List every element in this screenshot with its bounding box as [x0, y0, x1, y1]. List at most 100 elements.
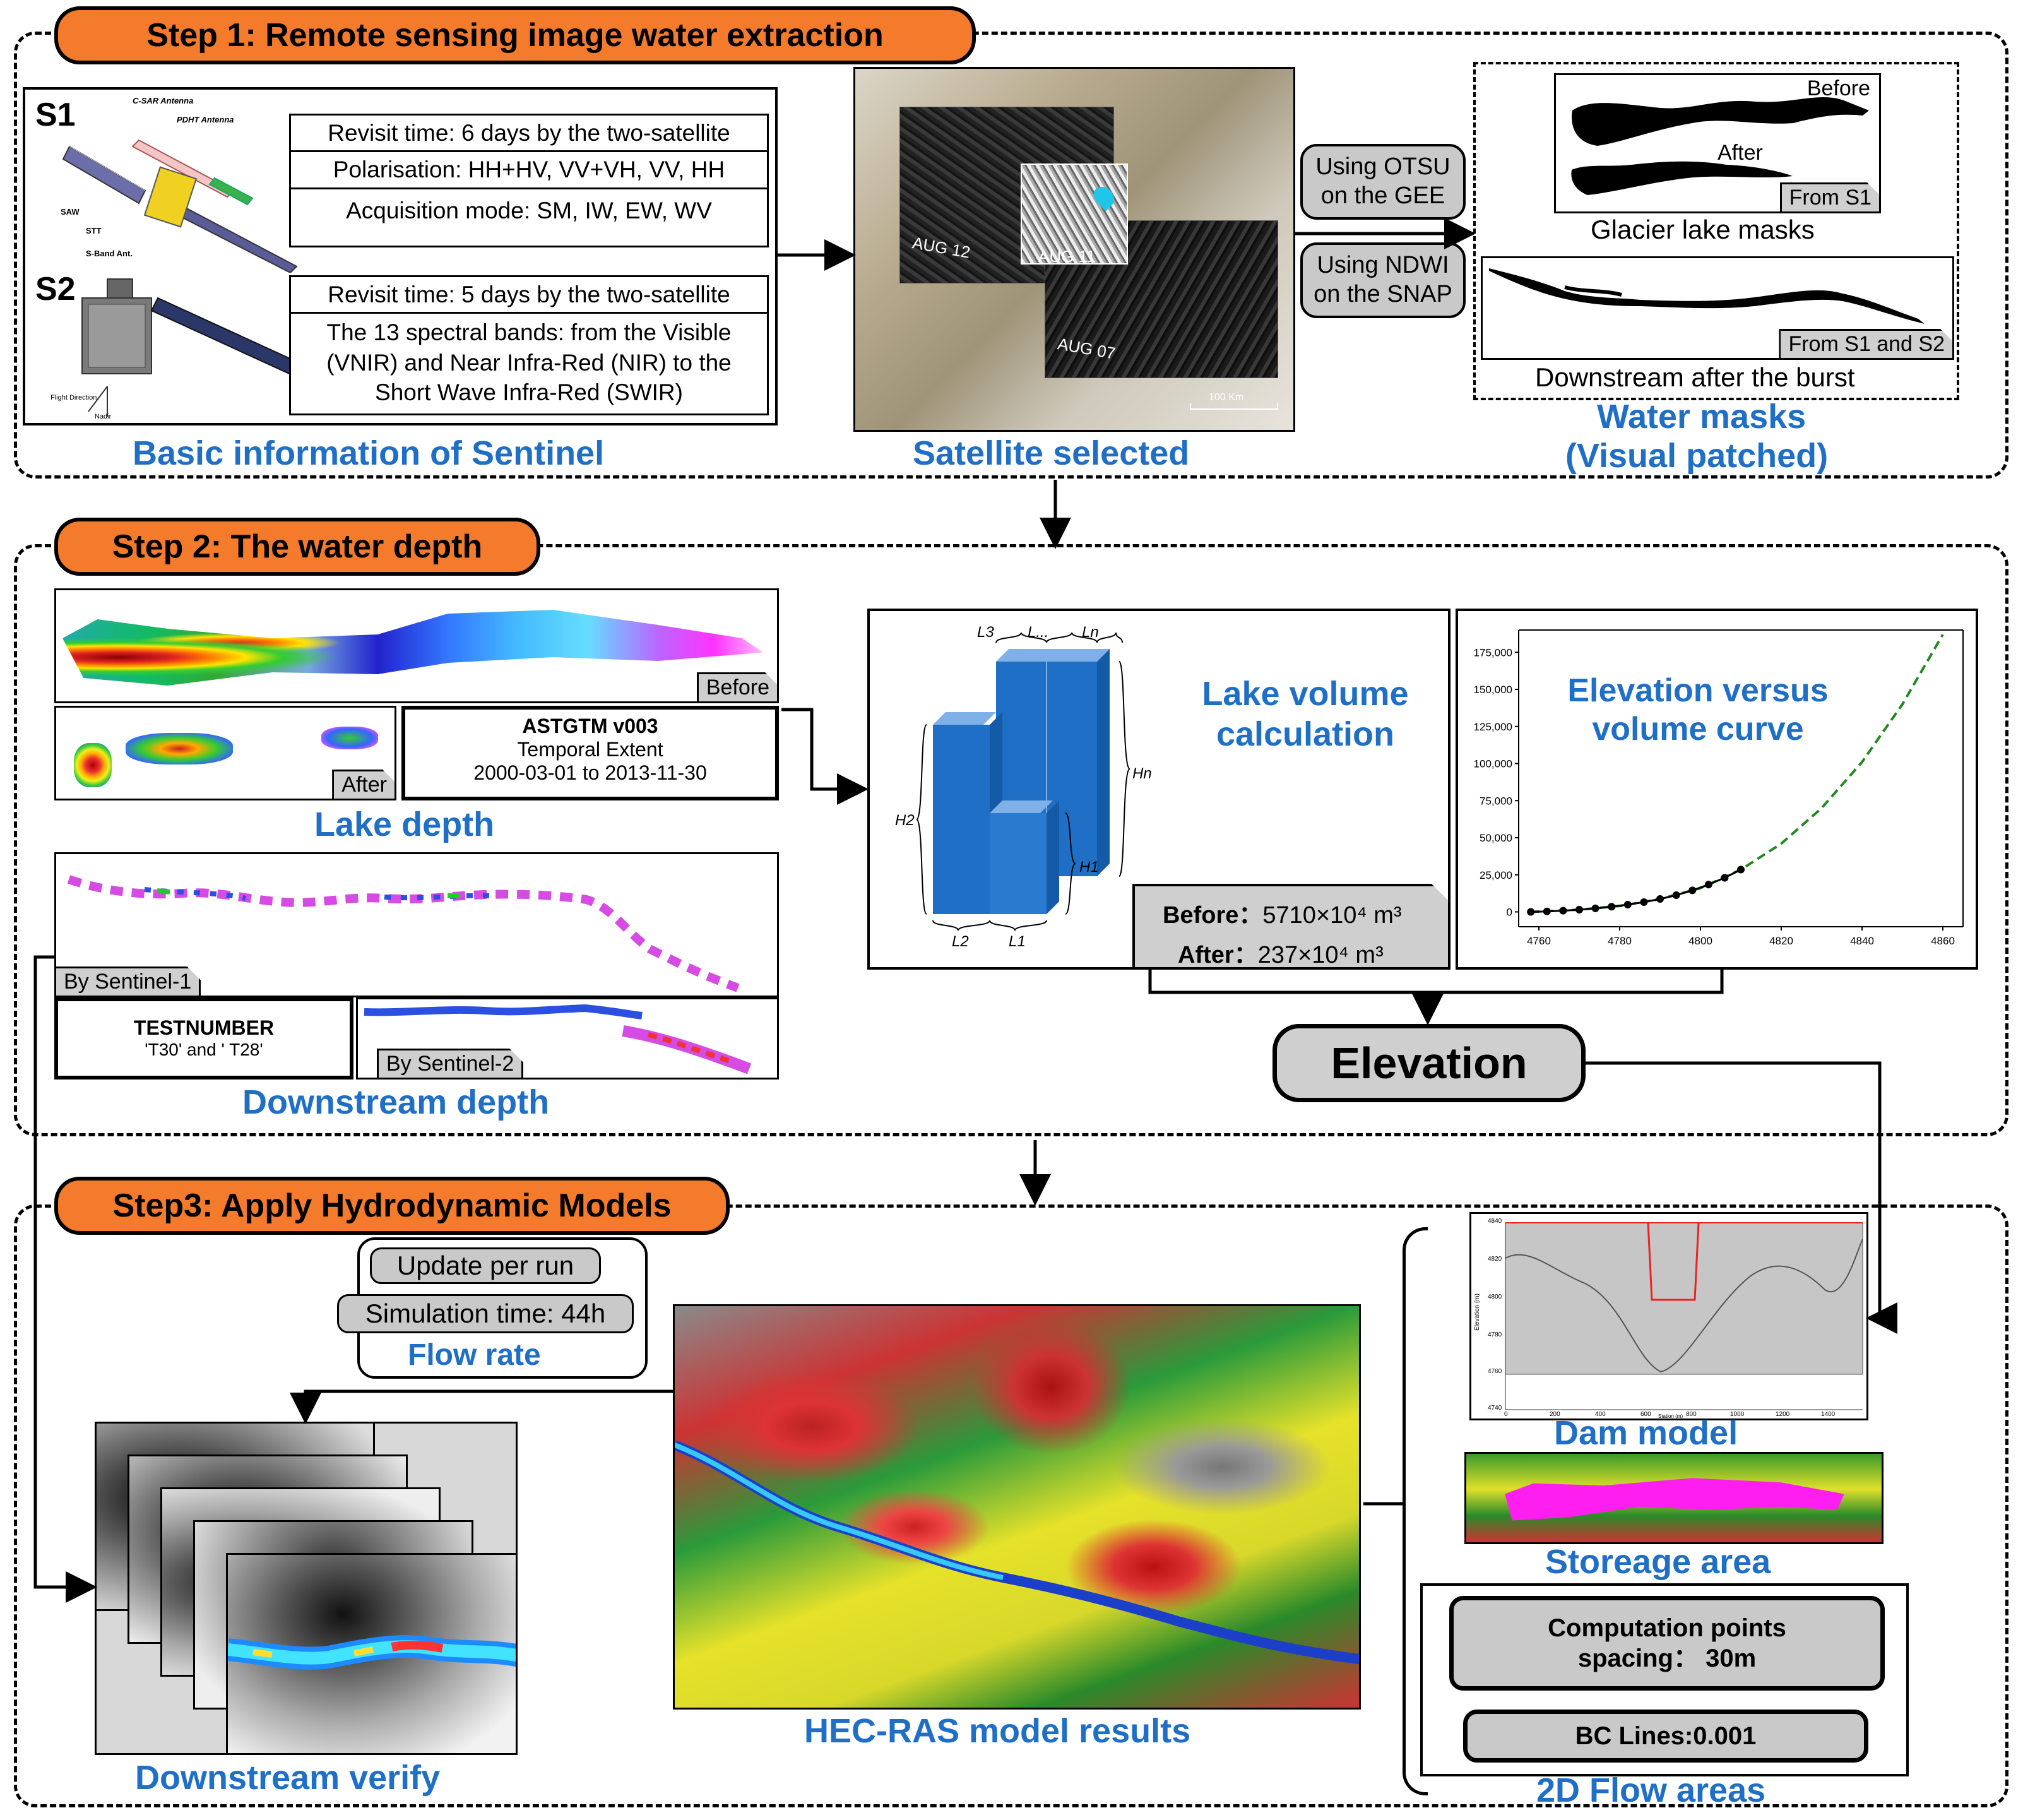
curve-title: Elevation versus volume curve: [1521, 672, 1875, 749]
label-L2: L2: [952, 933, 969, 951]
chart-y-tick-label: 25,000: [1480, 869, 1512, 881]
s2-info-box: Revisit time: 5 days by the two-satellit…: [289, 275, 769, 415]
elevation-node: Elevation: [1273, 1024, 1586, 1102]
chart-y-tick-label: 50,000: [1480, 832, 1512, 844]
label-L3: L3: [977, 624, 994, 641]
s2-revisit: Revisit time: 5 days by the two-satellit…: [291, 277, 767, 314]
after-depth-blob2: [126, 733, 233, 764]
s1-part-saw: SAW: [61, 207, 80, 217]
chart-data-point: [1705, 881, 1712, 888]
dam-profile-svg: [1471, 1214, 1870, 1422]
simulation-time-pill-visible: Simulation time: 44h: [337, 1294, 634, 1333]
label-Ldots: L...: [1028, 624, 1048, 641]
scale-bar: [1190, 403, 1278, 410]
dam-xtick-1200: 1200: [1776, 1411, 1789, 1418]
s1-info-box: Revisit time: 6 days by the two-satellit…: [289, 114, 769, 247]
chart-data-point: [1688, 886, 1696, 894]
water-masks-caption: Water masks: [1597, 398, 1806, 436]
dam-ytick-4820: 4820: [1488, 1256, 1502, 1263]
satellite-image-panel: AUG 12 AUG 11 AUG 07 100 Km: [853, 67, 1295, 432]
chart-data-point: [1527, 908, 1534, 916]
s2-part-nadir: Nadir: [95, 413, 111, 420]
chart-data-point: [1737, 866, 1745, 874]
lake-depth-after-image: After: [54, 706, 396, 800]
storage-area-caption: Storeage area: [1545, 1543, 1771, 1581]
bc-lines-pill: BC Lines:0.001: [1463, 1710, 1868, 1763]
label-H1: H1: [1079, 859, 1099, 876]
s1-part-pdht: PDHT Antenna: [177, 115, 234, 124]
satellite-selected-caption: Satellite selected: [913, 434, 1189, 472]
glacier-lake-masks-caption: Glacier lake masks: [1591, 215, 1815, 245]
chart-data-point: [1721, 874, 1728, 881]
chart-x-tick-label: 4760: [1527, 935, 1551, 947]
elevation-volume-chart-panel: 476047804800482048404860025,00050,00075,…: [1456, 609, 1978, 970]
chart-data-point: [1592, 905, 1599, 912]
chart-x-tick-label: 4780: [1608, 935, 1632, 947]
s2-spectral-bands: The 13 spectral bands: from the Visible …: [291, 314, 767, 411]
by-sentinel2-tag: By Sentinel-2: [377, 1049, 523, 1080]
dam-xtick-0: 0: [1504, 1411, 1508, 1418]
astgtm-box: ASTGTM v003 Temporal Extent 2000-03-01 t…: [401, 706, 779, 800]
s1-part-stt: STT: [86, 226, 102, 235]
testnumber-title: TESTNUMBER: [58, 1016, 350, 1040]
update-per-run-pill: Update per run: [370, 1247, 601, 1284]
chart-data-point: [1543, 908, 1551, 915]
lake-volume-panel: L3 L... Ln Hn H2 H1 L2 L1 Lake volume ca…: [867, 609, 1451, 970]
verify-frame-5: [226, 1553, 518, 1755]
s1-polarisation: Polarisation: HH+HV, VV+VH, VV, HH: [291, 152, 767, 189]
after-volume: After：237×10⁴ m³: [1163, 935, 1448, 970]
basic-info-caption: Basic information of Sentinel: [133, 434, 604, 472]
dam-ytick-4800: 4800: [1488, 1294, 1502, 1300]
dam-xtick-1400: 1400: [1821, 1411, 1835, 1418]
s1-acquisition: Acquisition mode: SM, IW, EW, WV: [291, 189, 767, 233]
chart-y-tick-label: 0: [1507, 907, 1512, 919]
before-volume: Before：5710×10⁴ m³: [1163, 895, 1448, 930]
dam-ytick-4780: 4780: [1488, 1331, 1502, 1338]
lake-volume-title: Lake volume calculation: [1173, 674, 1438, 754]
hecras-caption: HEC-RAS model results: [804, 1712, 1190, 1750]
downstream-depth-s1-image: By Sentinel-1: [54, 852, 779, 997]
sentinel-info-panel: S1 S2 C-SAR Antenna PDHT Antenna SAW STT…: [23, 87, 778, 425]
after-depth-blob1: [74, 743, 112, 787]
flow-rate-caption: Flow rate: [408, 1338, 541, 1372]
storage-area-shape: [1498, 1473, 1851, 1526]
label-Ln: Ln: [1082, 624, 1099, 641]
label-L1: L1: [1009, 933, 1026, 951]
chart-data-point: [1624, 901, 1632, 908]
chart-data-point: [1640, 898, 1647, 906]
by-sentinel1-tag: By Sentinel-1: [54, 967, 201, 997]
ndwi-method-pill: Using NDWI on the SNAP: [1300, 242, 1466, 318]
visual-patched-caption: (Visual patched): [1565, 437, 1828, 475]
chart-y-tick-label: 175,000: [1474, 646, 1512, 658]
step1-title: Step 1: Remote sensing image water extra…: [54, 6, 976, 64]
before-tag: Before: [697, 672, 779, 703]
testnumber-box: TESTNUMBER 'T30' and ' T28': [54, 997, 353, 1080]
chart-x-tick-label: 4860: [1931, 935, 1955, 947]
s1-revisit: Revisit time: 6 days by the two-satellit…: [291, 116, 767, 152]
scene-label-aug11: AUG 11: [1038, 247, 1096, 266]
chart-y-tick-label: 100,000: [1474, 758, 1512, 770]
downstream-burst-caption: Downstream after the burst: [1535, 362, 1855, 393]
chart-data-point: [1656, 895, 1664, 903]
downstream-mask-image: From S1 and S2: [1481, 256, 1954, 360]
depth-colormap: [62, 600, 763, 695]
from-s1-s2-tag: From S1 and S2: [1779, 329, 1954, 360]
dam-ytick-4760: 4760: [1488, 1368, 1502, 1375]
downstream-depth-s2-image: By Sentinel-2: [356, 997, 779, 1080]
chart-x-tick-label: 4800: [1688, 935, 1712, 947]
after-volume-value: 237×10⁴ m³: [1258, 942, 1384, 968]
from-s1-tag: From S1: [1780, 182, 1881, 213]
astgtm-line1: Temporal Extent: [405, 738, 775, 761]
chart-y-tick-label: 125,000: [1474, 721, 1512, 733]
step3-title: Step3: Apply Hydrodynamic Models: [54, 1177, 730, 1235]
after-volume-label: After：: [1178, 942, 1258, 968]
otsu-method-pill: Using OTSU on the GEE: [1300, 144, 1466, 220]
glacier-lake-mask-image: Before After From S1: [1554, 73, 1881, 213]
verify-flood-path: [228, 1555, 518, 1755]
astgtm-line2: 2000-03-01 to 2013-11-30: [405, 761, 775, 785]
chart-y-tick-label: 150,000: [1474, 684, 1512, 696]
chart-x-tick-label: 4840: [1850, 935, 1874, 947]
dam-model-chart: 4840 4820 4800 4780 4760 4740 Elevation …: [1469, 1212, 1868, 1420]
after-depth-blob3: [321, 727, 378, 749]
